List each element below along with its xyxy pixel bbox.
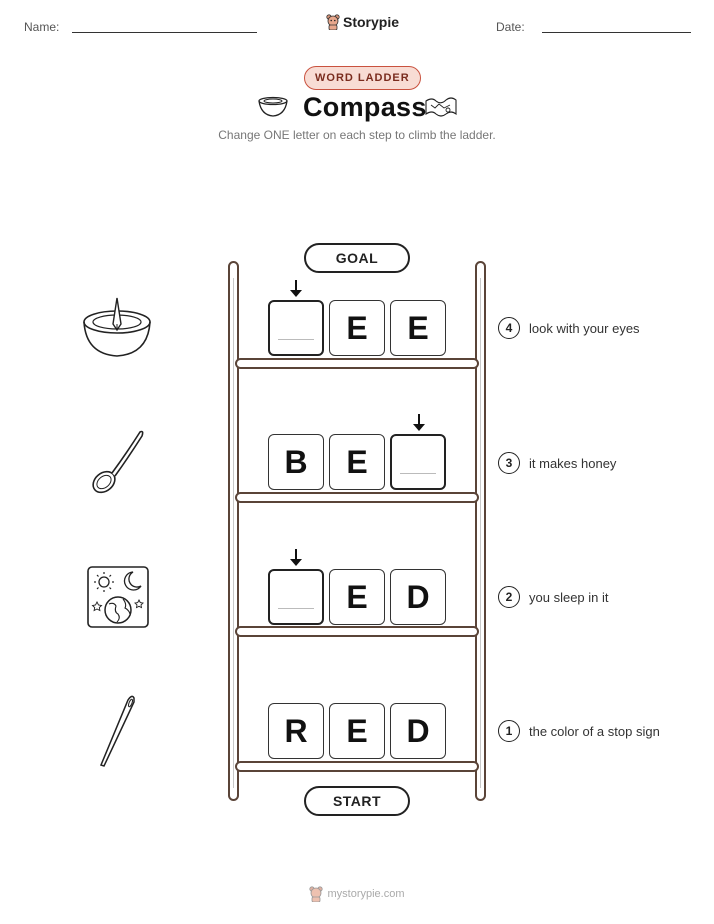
change-arrow-2 (286, 548, 306, 573)
change-arrow-3 (409, 413, 429, 438)
footer: mystorypie.com (0, 886, 714, 902)
arrow-down-icon (290, 549, 302, 566)
letter-tile: D (390, 703, 446, 759)
footer-url[interactable]: mystorypie.com (327, 888, 405, 900)
bear-icon (309, 886, 324, 902)
bear-icon (326, 14, 340, 30)
clue-1: the color of a stop sign (529, 724, 660, 739)
date-label: Date: (496, 20, 525, 34)
letter-tile: B (268, 434, 324, 490)
letter-tile-blank[interactable] (268, 569, 324, 625)
compass-bowl-icon (258, 96, 288, 117)
arrow-down-icon (290, 280, 302, 297)
letter-tile: R (268, 703, 324, 759)
brand-logo: Storypie (326, 14, 399, 30)
clue-4: look with your eyes (529, 321, 640, 336)
clue-3: it makes honey (529, 456, 617, 471)
brand-name: Storypie (343, 14, 400, 30)
ladder (228, 261, 486, 801)
needle-icon (99, 695, 135, 767)
letter-tile: E (329, 300, 385, 356)
letter-tile: D (390, 569, 446, 625)
letter-tile: E (329, 569, 385, 625)
goal-label: GOAL (304, 243, 410, 273)
compass-icon (83, 297, 151, 357)
universe-icon (87, 566, 149, 628)
instructions: Change ONE letter on each step to climb … (218, 128, 496, 142)
name-line[interactable] (72, 32, 257, 33)
word-ladder-badge: WORD LADDER (304, 66, 421, 90)
page-title: Compass (303, 92, 427, 122)
name-label: Name: (24, 20, 60, 34)
letter-tile-blank[interactable] (390, 434, 446, 490)
letter-tile: E (390, 300, 446, 356)
letter-tile-blank[interactable] (268, 300, 324, 356)
arrow-down-icon (413, 414, 425, 431)
clue-2: you sleep in it (529, 590, 609, 605)
letter-tile: E (329, 434, 385, 490)
step-number-2: 2 (498, 586, 520, 608)
step-number-4: 4 (498, 317, 520, 339)
letter-tile: E (329, 703, 385, 759)
step-number-3: 3 (498, 452, 520, 474)
step-number-1: 1 (498, 720, 520, 742)
spoon-icon (92, 430, 144, 494)
date-line[interactable] (542, 32, 691, 33)
map-scroll-icon (425, 97, 457, 117)
start-label: START (304, 786, 410, 816)
change-arrow-4 (286, 279, 306, 304)
